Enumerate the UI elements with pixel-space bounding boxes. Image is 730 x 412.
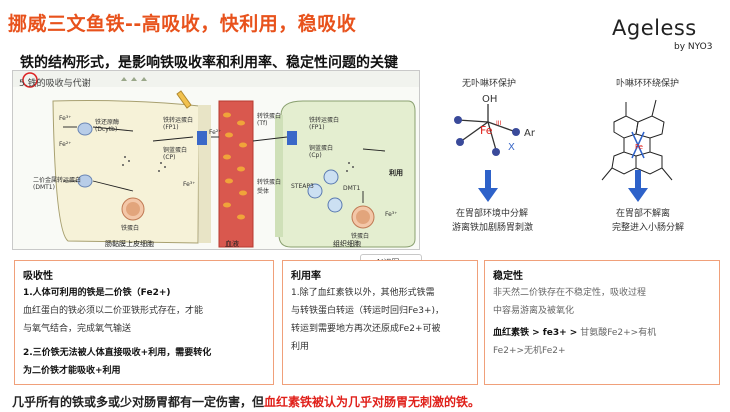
- label-steap3: STEAP3: [291, 183, 314, 190]
- heme-left-caption-1: 在胃部环境中分解: [456, 209, 529, 219]
- svg-text:Fe: Fe: [635, 143, 643, 151]
- heme-structures: Fe: [454, 99, 673, 202]
- label-ferritin-right: 铁蛋白: [351, 233, 370, 240]
- page-subtitle: 铁的结构形式，是影响铁吸收率和利用率、稳定性问题的关键: [20, 55, 398, 71]
- diagram-artwork: [13, 71, 419, 248]
- label-fe3-c: Fe³⁺: [385, 211, 398, 218]
- label-tissue: 组织细胞: [333, 240, 361, 248]
- stability-line-2: 中容易游离及被氧化: [493, 306, 575, 316]
- formula-fe: Fe: [480, 124, 493, 137]
- label-ferritin-left: 铁蛋白: [121, 225, 140, 232]
- label-blood: 血液: [225, 240, 239, 248]
- utilization-title: 利用率: [291, 271, 321, 282]
- label-dmt1-right: DMT1: [343, 185, 361, 192]
- utilization-line-4: 利用: [291, 342, 310, 352]
- utilization-line-2: 与转铁蛋白转运（转运时回归Fe3+)，: [291, 306, 445, 316]
- absorption-line-1: 1.人体可利用的铁是二价铁（Fe2+): [23, 288, 171, 298]
- conclusion-highlight: 血红素铁被认为几乎对肠胃无刺激的铁。: [264, 395, 481, 409]
- label-fe3-a: Fe³⁺: [59, 115, 72, 122]
- absorption-line-5: 为二价铁才能吸收+利用: [23, 366, 121, 376]
- formula-oh: OH: [482, 94, 498, 105]
- heme-left-title: 无卟啉环保护: [462, 79, 517, 89]
- label-tfr: 转铁蛋白 受体: [257, 179, 282, 195]
- heme-right-title: 卟啉环环绕保护: [616, 79, 680, 89]
- label-dmt1: 二价金属转运蛋白 (DMT1): [33, 177, 82, 191]
- absorption-title: 吸收性: [23, 271, 53, 282]
- conclusion-prefix: 几乎所有的铁或多或少对肠胃都有一定伤害，但: [12, 395, 265, 409]
- label-dcytb: 铁还原酶 (Dcytb): [95, 119, 120, 133]
- conclusion: 几乎所有的铁或多或少对肠胃都有一定伤害，但血红素铁被认为几乎对肠胃无刺激的铁。: [12, 393, 480, 410]
- heme-right-caption-2: 完整进入小肠分解: [612, 223, 685, 233]
- heme-left-caption-2: 游离铁加剧肠胃刺激: [452, 223, 534, 233]
- iron-metabolism-diagram: 5.铁的吸收与代谢 Fe³⁺ Fe²⁺ 铁还原酶 (Dcytb) 二价金属转运蛋…: [12, 70, 420, 250]
- formula-fe-oxidation: III: [496, 120, 502, 127]
- brand-logo: Ageless by NYO3: [612, 12, 722, 52]
- utilization-line-1: 1.除了血红素铁以外，其他形式铁需: [291, 288, 435, 298]
- brand-byline: by NYO3: [674, 42, 713, 52]
- utilization-line-3: 转运到需要地方再次还原成Fe2+可被: [291, 324, 441, 334]
- stability-chain-bold: 血红素铁 > fe3+ >: [493, 328, 578, 338]
- diagram-heading: 5.铁的吸收与代谢: [19, 79, 91, 89]
- formula-x: X: [508, 142, 515, 153]
- stability-chain-rest: 甘氨酸Fe2+>有机: [580, 328, 657, 338]
- stability-box: 稳定性 非天然二价铁存在不稳定性，吸收过程 中容易游离及被氧化 血红素铁 > f…: [484, 260, 720, 385]
- stability-chain-2: Fe2+>无机Fe2+: [493, 346, 566, 356]
- absorption-box: 吸收性 1.人体可利用的铁是二价铁（Fe2+) 血红蛋白的铁必须以二价亚铁形式存…: [14, 260, 274, 385]
- label-fp1: 铁转运蛋白 (FP1): [163, 117, 194, 131]
- brand-wordmark: Ageless: [612, 16, 697, 40]
- label-intestine: 肠黏膜上皮细胞: [105, 240, 154, 248]
- heme-comparison-panel: 无卟啉环保护 卟啉环环绕保护 Fe: [430, 70, 730, 250]
- stability-chain-1: 血红素铁 > fe3+ > 甘氨酸Fe2+>有机: [493, 327, 656, 339]
- absorption-line-2: 血红蛋白的铁必须以二价亚铁形式存在，才能: [23, 306, 204, 316]
- label-tf: 转铁蛋白 (Tf): [257, 113, 282, 127]
- page-title: 挪威三文鱼铁--高吸收，快利用，稳吸收: [8, 13, 357, 35]
- label-cp: 铜蓝蛋白 (CP): [163, 147, 188, 161]
- label-use: 利用: [389, 169, 403, 177]
- heme-right-caption-1: 在胃部不解离: [616, 209, 671, 219]
- absorption-line-3: 与氧气结合，完成氧气输送: [23, 324, 132, 334]
- label-fe2-b: Fe²⁺: [209, 129, 222, 136]
- stability-title: 稳定性: [493, 271, 523, 282]
- stability-line-1: 非天然二价铁存在不稳定性，吸收过程: [493, 288, 647, 298]
- absorption-line-4: 2.三价铁无法被人体直接吸收+利用，需要转化: [23, 348, 212, 358]
- utilization-box: 利用率 1.除了血红素铁以外，其他形式铁需 与转铁蛋白转运（转运时回归Fe3+)…: [282, 260, 478, 385]
- label-fe3-b: Fe³⁺: [183, 181, 196, 188]
- label-fe2-a: Fe²⁺: [59, 141, 72, 148]
- label-fp1-right: 铁转运蛋白 (FP1): [309, 117, 340, 131]
- formula-ar: Ar: [524, 128, 535, 139]
- label-cp-right: 铜蓝蛋白 (Cp): [309, 145, 334, 159]
